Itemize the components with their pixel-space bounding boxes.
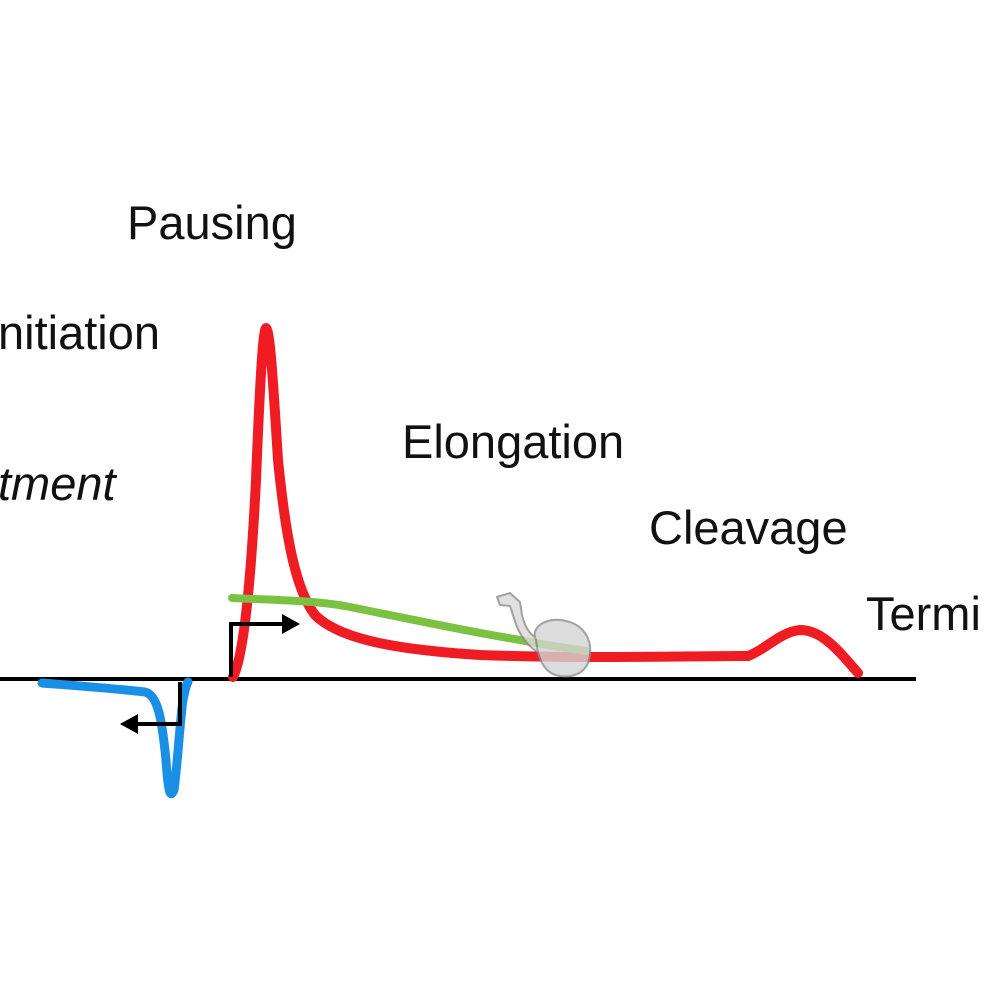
termination-label: Termi <box>866 587 981 640</box>
initiation-label: nitiation <box>0 306 160 359</box>
rna-polymerase-icon <box>496 592 592 678</box>
recruitment-label: tment <box>0 457 116 510</box>
antisense-signal-curve <box>37 677 193 799</box>
elongation-label: Elongation <box>402 415 625 468</box>
cleavage-label: Cleavage <box>649 501 848 554</box>
tss-arrow-left-icon <box>120 682 182 734</box>
pausing-label: Pausing <box>127 196 297 249</box>
tss-arrow-right-icon <box>229 614 300 677</box>
